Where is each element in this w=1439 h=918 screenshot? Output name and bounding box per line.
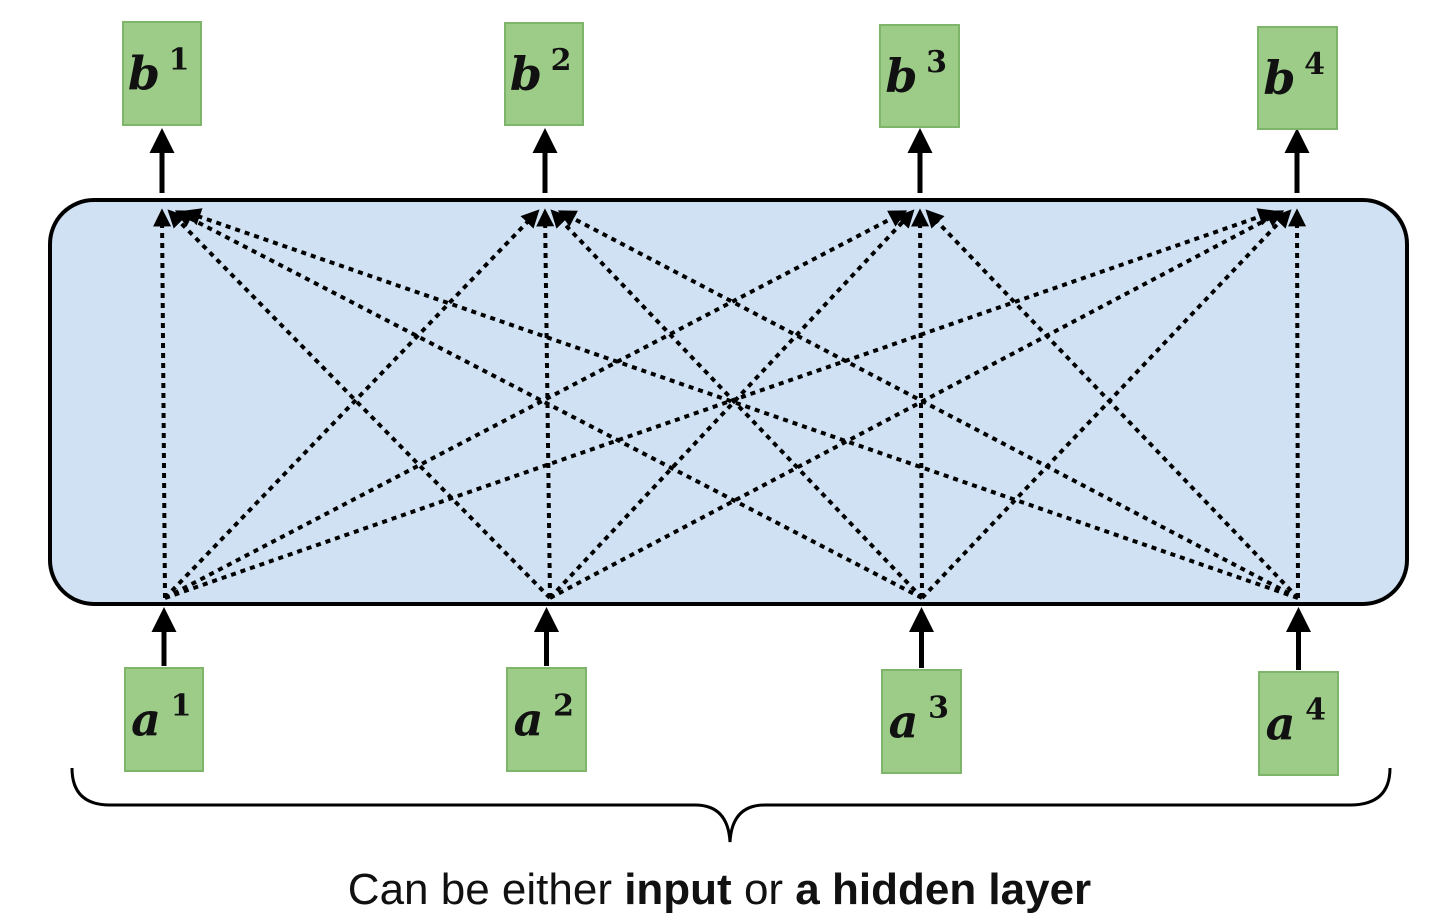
output-node-box xyxy=(879,24,960,128)
connection-a1-b1 xyxy=(153,208,172,599)
layer-brace xyxy=(70,767,1392,843)
io-arrows xyxy=(149,128,1311,670)
output-node-superscript: 3 xyxy=(926,45,947,80)
output-node-box xyxy=(1257,26,1338,130)
output-node-box xyxy=(504,22,584,126)
connection-a4-b1 xyxy=(182,208,1299,600)
input-node-box xyxy=(506,667,587,772)
attention-connections xyxy=(153,208,1307,600)
output-node-label: b xyxy=(885,49,917,103)
output-node-superscript: 4 xyxy=(1304,47,1325,82)
caption: Can be either input or a hidden layer xyxy=(0,862,1439,918)
connection-a2-b4 xyxy=(549,210,1285,600)
input-node-superscript: 1 xyxy=(171,689,192,724)
connection-a4-b4 xyxy=(1288,208,1307,599)
connection-a4-b2 xyxy=(557,210,1299,600)
connection-a3-b3 xyxy=(911,208,930,599)
connection-a1-b3 xyxy=(164,210,908,600)
caption-text-1: Can be either xyxy=(347,865,625,914)
caption-text-input: input xyxy=(624,865,732,914)
input-node-label: a xyxy=(1266,697,1296,751)
connection-a3-b4 xyxy=(920,209,1292,600)
input-node-superscript: 2 xyxy=(553,689,574,724)
output-node-label: b xyxy=(510,47,542,101)
input-node-label: a xyxy=(131,693,161,747)
input-node-superscript: 3 xyxy=(928,691,949,726)
output-node-superscript: 2 xyxy=(551,43,572,78)
caption-text-hidden-layer: a hidden layer xyxy=(795,865,1092,914)
connection-a2-b3 xyxy=(548,209,915,600)
output-node-superscript: 1 xyxy=(169,43,190,78)
input-node-label: a xyxy=(514,693,544,747)
input-node-box xyxy=(881,669,962,774)
connection-a2-b1 xyxy=(167,209,552,600)
caption-text-or: or xyxy=(731,865,796,914)
output-node-box xyxy=(122,21,202,126)
input-node-box xyxy=(124,667,204,772)
output-node-label: b xyxy=(1263,51,1295,105)
output-node-label: b xyxy=(128,47,160,101)
input-node-superscript: 4 xyxy=(1305,693,1326,728)
input-node-box xyxy=(1258,671,1339,776)
input-node-label: a xyxy=(889,695,919,749)
